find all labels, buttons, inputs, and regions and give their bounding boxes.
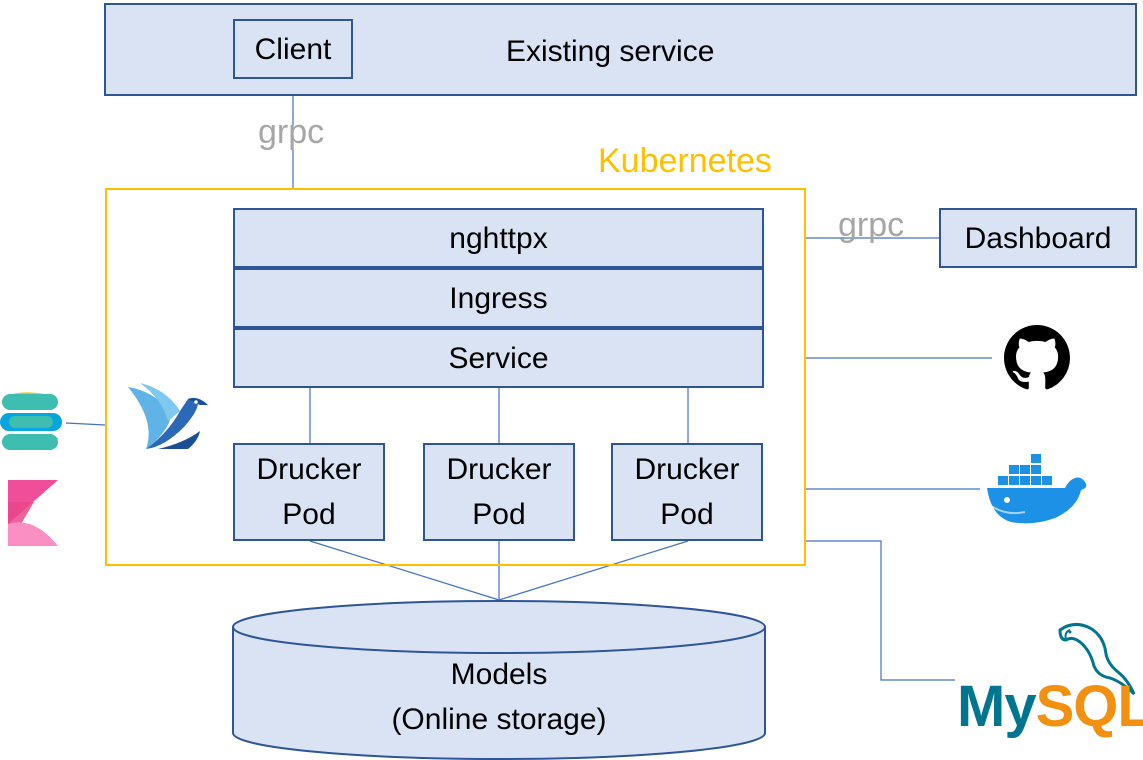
mysql-dolphin-icon xyxy=(1058,623,1136,696)
client-grpc-label: grpc xyxy=(258,113,325,151)
dashboard-grpc-label: grpc xyxy=(838,206,905,244)
kubernetes-cluster xyxy=(105,188,806,566)
drucker-pod-2: Drucker Pod xyxy=(423,443,575,541)
ingress-label: Ingress xyxy=(449,281,548,315)
storage-label: Models (Online storage) xyxy=(391,658,607,736)
service-label: Service xyxy=(448,341,549,375)
drucker-pod-1-label: Drucker Pod xyxy=(256,453,362,531)
pod-3-to-storage-line xyxy=(498,540,689,601)
dashboard-label: Dashboard xyxy=(964,221,1112,255)
fluentd-to-elastic-line xyxy=(65,422,106,426)
kubernetes-label: Kubernetes xyxy=(598,142,772,180)
nghttpx-layer: nghttpx xyxy=(233,208,764,268)
mysql-logo: MySQL xyxy=(957,678,1143,736)
dashboard-box: Dashboard xyxy=(939,208,1137,268)
ingress-layer: Ingress xyxy=(233,268,764,328)
drucker-pod-3: Drucker Pod xyxy=(611,443,763,541)
drucker-pod-2-label: Drucker Pod xyxy=(446,453,552,531)
existing-service-label: Existing service xyxy=(506,35,715,68)
fluentd-icon xyxy=(128,383,208,449)
kibana-icon xyxy=(8,480,58,546)
nghttpx-label: nghttpx xyxy=(449,221,548,255)
mysql-my-text: My xyxy=(957,674,1037,739)
mysql-sql-text: SQL xyxy=(1035,674,1143,739)
github-icon xyxy=(1004,325,1070,390)
client-label: Client xyxy=(254,32,332,66)
service-layer: Service xyxy=(233,328,764,388)
drucker-pod-3-label: Drucker Pod xyxy=(634,453,740,531)
client-box: Client xyxy=(233,19,353,79)
drucker-pod-1: Drucker Pod xyxy=(233,443,385,541)
kubernetes-to-mysql-line xyxy=(806,540,955,681)
elasticsearch-icon xyxy=(0,392,62,450)
docker-icon xyxy=(987,454,1087,524)
pod-1-to-storage-line xyxy=(309,540,500,601)
